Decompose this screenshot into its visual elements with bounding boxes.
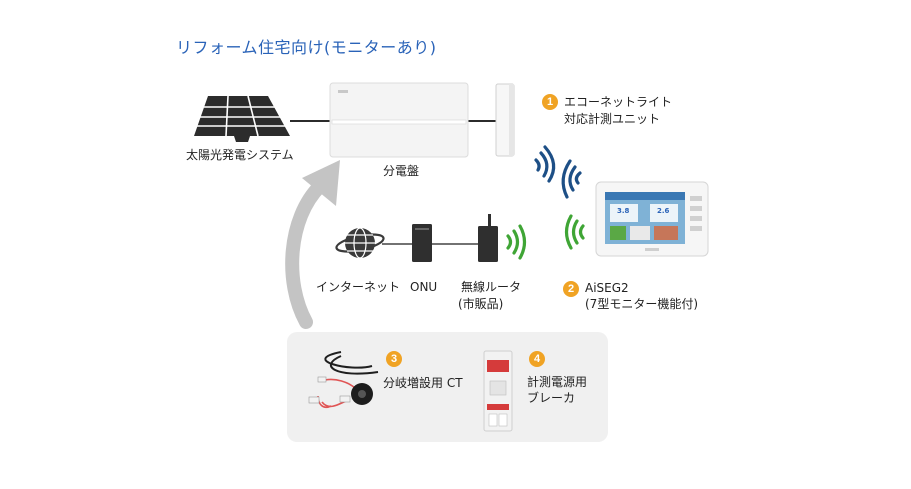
onu-label: ONU [410, 280, 438, 294]
wifi-signal-icon [534, 145, 582, 199]
badge-2: 2 [563, 281, 579, 297]
page-title: リフォーム住宅向け(モニターあり) [176, 38, 437, 57]
measurement-unit-icon [495, 83, 515, 157]
monitor-icon [595, 181, 709, 257]
monitor-value-1: 3.8 [617, 207, 630, 215]
breaker-label-1: 計測電源用 [527, 375, 588, 389]
breaker-label-2: ブレーカ [527, 391, 576, 405]
upward-arrow-icon [285, 160, 340, 329]
badge-4: 4 [529, 351, 545, 367]
wifi-signal-icon [506, 224, 527, 260]
badge-3: 3 [386, 351, 402, 367]
measurement-unit-label-1: エコーネットライト [564, 95, 673, 109]
measurement-unit-label-2: 対応計測ユニット [564, 112, 661, 126]
aiseg-label-2: (7型モニター機能付) [585, 297, 698, 311]
aiseg-label-1: AiSEG2 [585, 281, 629, 295]
breaker-icon [483, 350, 513, 432]
solar-label: 太陽光発電システム [186, 148, 294, 162]
monitor-value-2: 2.6 [657, 207, 670, 215]
router-icon [478, 214, 498, 262]
wifi-signal-icon [564, 214, 585, 250]
distribution-board-label: 分電盤 [383, 164, 420, 178]
solar-panel-icon [194, 95, 290, 142]
badge-1: 1 [542, 94, 558, 110]
onu-icon [412, 224, 432, 262]
accessory-panel [287, 332, 608, 442]
internet-label: インターネット [316, 280, 401, 294]
globe-icon [335, 227, 385, 259]
ct-label: 分岐増設用 CT [383, 376, 463, 390]
router-label-2: (市販品) [458, 297, 504, 311]
ct-sensor-icon [308, 351, 379, 409]
distribution-board-icon [329, 82, 469, 158]
router-label-1: 無線ルータ [461, 280, 522, 294]
